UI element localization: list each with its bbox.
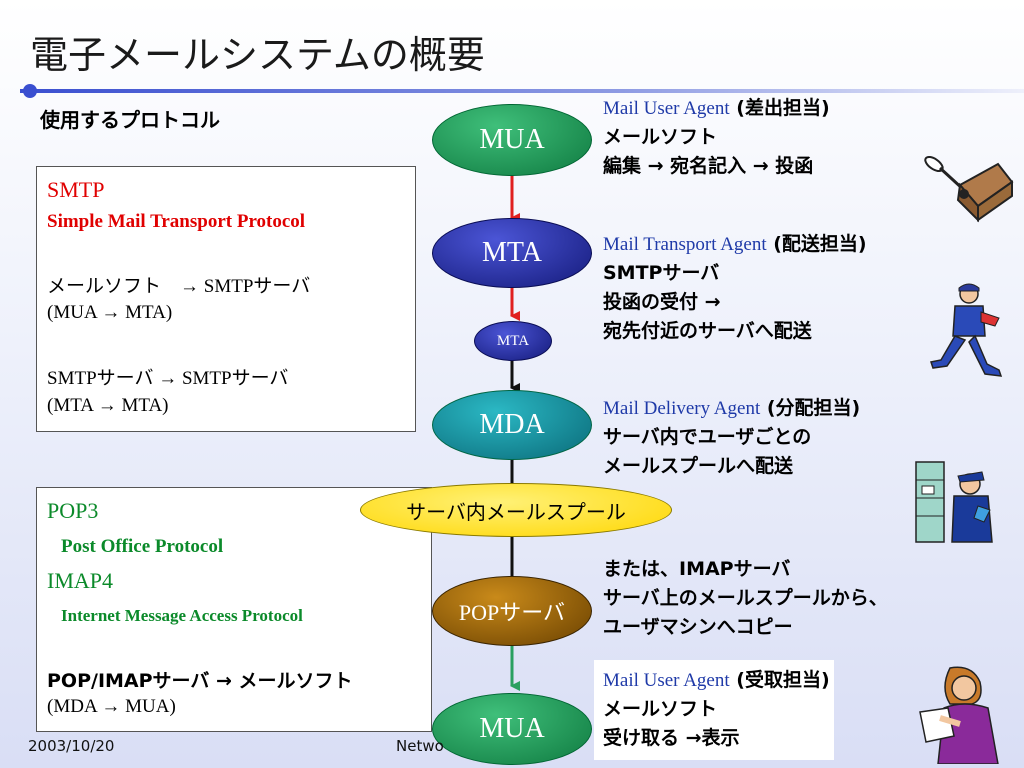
mta-agent: Mail Transport Agent [603, 234, 767, 255]
mta-desc: Mail Transport Agent (配送担当) SMTPサーバ 投函の受… [603, 230, 867, 346]
pop-desc-line1: または、IMAPサーバ [603, 558, 791, 580]
pop-server-desc: または、IMAPサーバ サーバ上のメールスプールから、 ユーザマシンへコピー [603, 555, 888, 642]
smtp-line-4: (MTA → MTA) [47, 395, 169, 416]
mda-role: (分配担当) [760, 397, 861, 419]
pop3-name: POP3 [47, 498, 99, 523]
mta-line3: 投函の受付 → [603, 291, 721, 313]
imap4-name: IMAP4 [47, 568, 114, 593]
mua-receiver-line2: メールソフト [603, 698, 718, 720]
mta-role: (配送担当) [766, 233, 867, 255]
pop-line-1: POP/IMAPサーバ → メールソフト [47, 670, 353, 692]
mua-receiver-line3: 受け取る →表示 [603, 727, 740, 749]
mta-line2: SMTPサーバ [603, 262, 720, 284]
pop-line-2: (MDA → MUA) [47, 696, 176, 717]
smtp-line-3: SMTPサーバ → SMTPサーバ [47, 368, 289, 389]
imap4-fullname: Internet Message Access Protocol [61, 606, 303, 625]
mua-sender-line3: 編集 → 宛名記入 → 投函 [603, 155, 814, 177]
mail-spool-node: サーバ内メールスプール [360, 483, 672, 537]
mta-line4: 宛先付近のサーバへ配送 [603, 320, 812, 342]
mail-carrier-clipart-icon [930, 283, 1003, 377]
smtp-fullname: Simple Mail Transport Protocol [47, 211, 306, 232]
mua-sender-desc: Mail User Agent (差出担当) メールソフト 編集 → 宛名記入 … [603, 94, 830, 181]
mda-line3: メールスプールへ配送 [603, 455, 794, 477]
mta-small-node: MTA [474, 321, 552, 361]
protocols-heading: 使用するプロトコル [40, 108, 220, 132]
pop-info-box: POP3 Post Office Protocol IMAP4 Internet… [36, 487, 432, 732]
parcel-clipart-icon [924, 155, 1014, 223]
mda-desc: Mail Delivery Agent (分配担当) サーバ内でユーザごとの メ… [603, 394, 860, 481]
pop3-fullname: Post Office Protocol [61, 536, 224, 557]
mua-sender-agent: Mail User Agent [603, 98, 730, 119]
pop-desc-line3: ユーザマシンへコピー [603, 616, 793, 638]
mua-receiver-desc: Mail User Agent (受取担当) メールソフト 受け取る →表示 [603, 666, 830, 753]
smtp-line-2: (MUA → MTA) [47, 302, 173, 323]
smtp-name: SMTP [47, 177, 105, 202]
reader-clipart-icon [919, 666, 999, 764]
pop-desc-line2: サーバ上のメールスプールから、 [603, 587, 888, 609]
mda-node: MDA [432, 390, 592, 460]
smtp-line-1: メールソフト → SMTPサーバ [47, 276, 311, 297]
smtp-info-box: SMTP Simple Mail Transport Protocol メールソ… [36, 166, 416, 432]
mda-agent: Mail Delivery Agent [603, 398, 761, 419]
mta-node: MTA [432, 218, 592, 288]
mda-line2: サーバ内でユーザごとの [603, 426, 812, 448]
mua-bottom-node: MUA [432, 693, 592, 765]
mua-receiver-role: (受取担当) [729, 669, 830, 691]
footer-title: Netwo [396, 737, 444, 755]
mua-sender-role: (差出担当) [729, 97, 830, 119]
mua-receiver-backdrop [594, 660, 834, 760]
title-underline [20, 84, 1024, 98]
mua-receiver-agent: Mail User Agent [603, 670, 730, 691]
mua-top-node: MUA [432, 104, 592, 176]
mua-sender-line2: メールソフト [603, 126, 718, 148]
mail-sorter-clipart-icon [915, 461, 993, 543]
pop-server-node: POPサーバ [432, 576, 592, 646]
page-title: 電子メールシステムの概要 [30, 33, 485, 77]
footer-date: 2003/10/20 [28, 737, 115, 755]
